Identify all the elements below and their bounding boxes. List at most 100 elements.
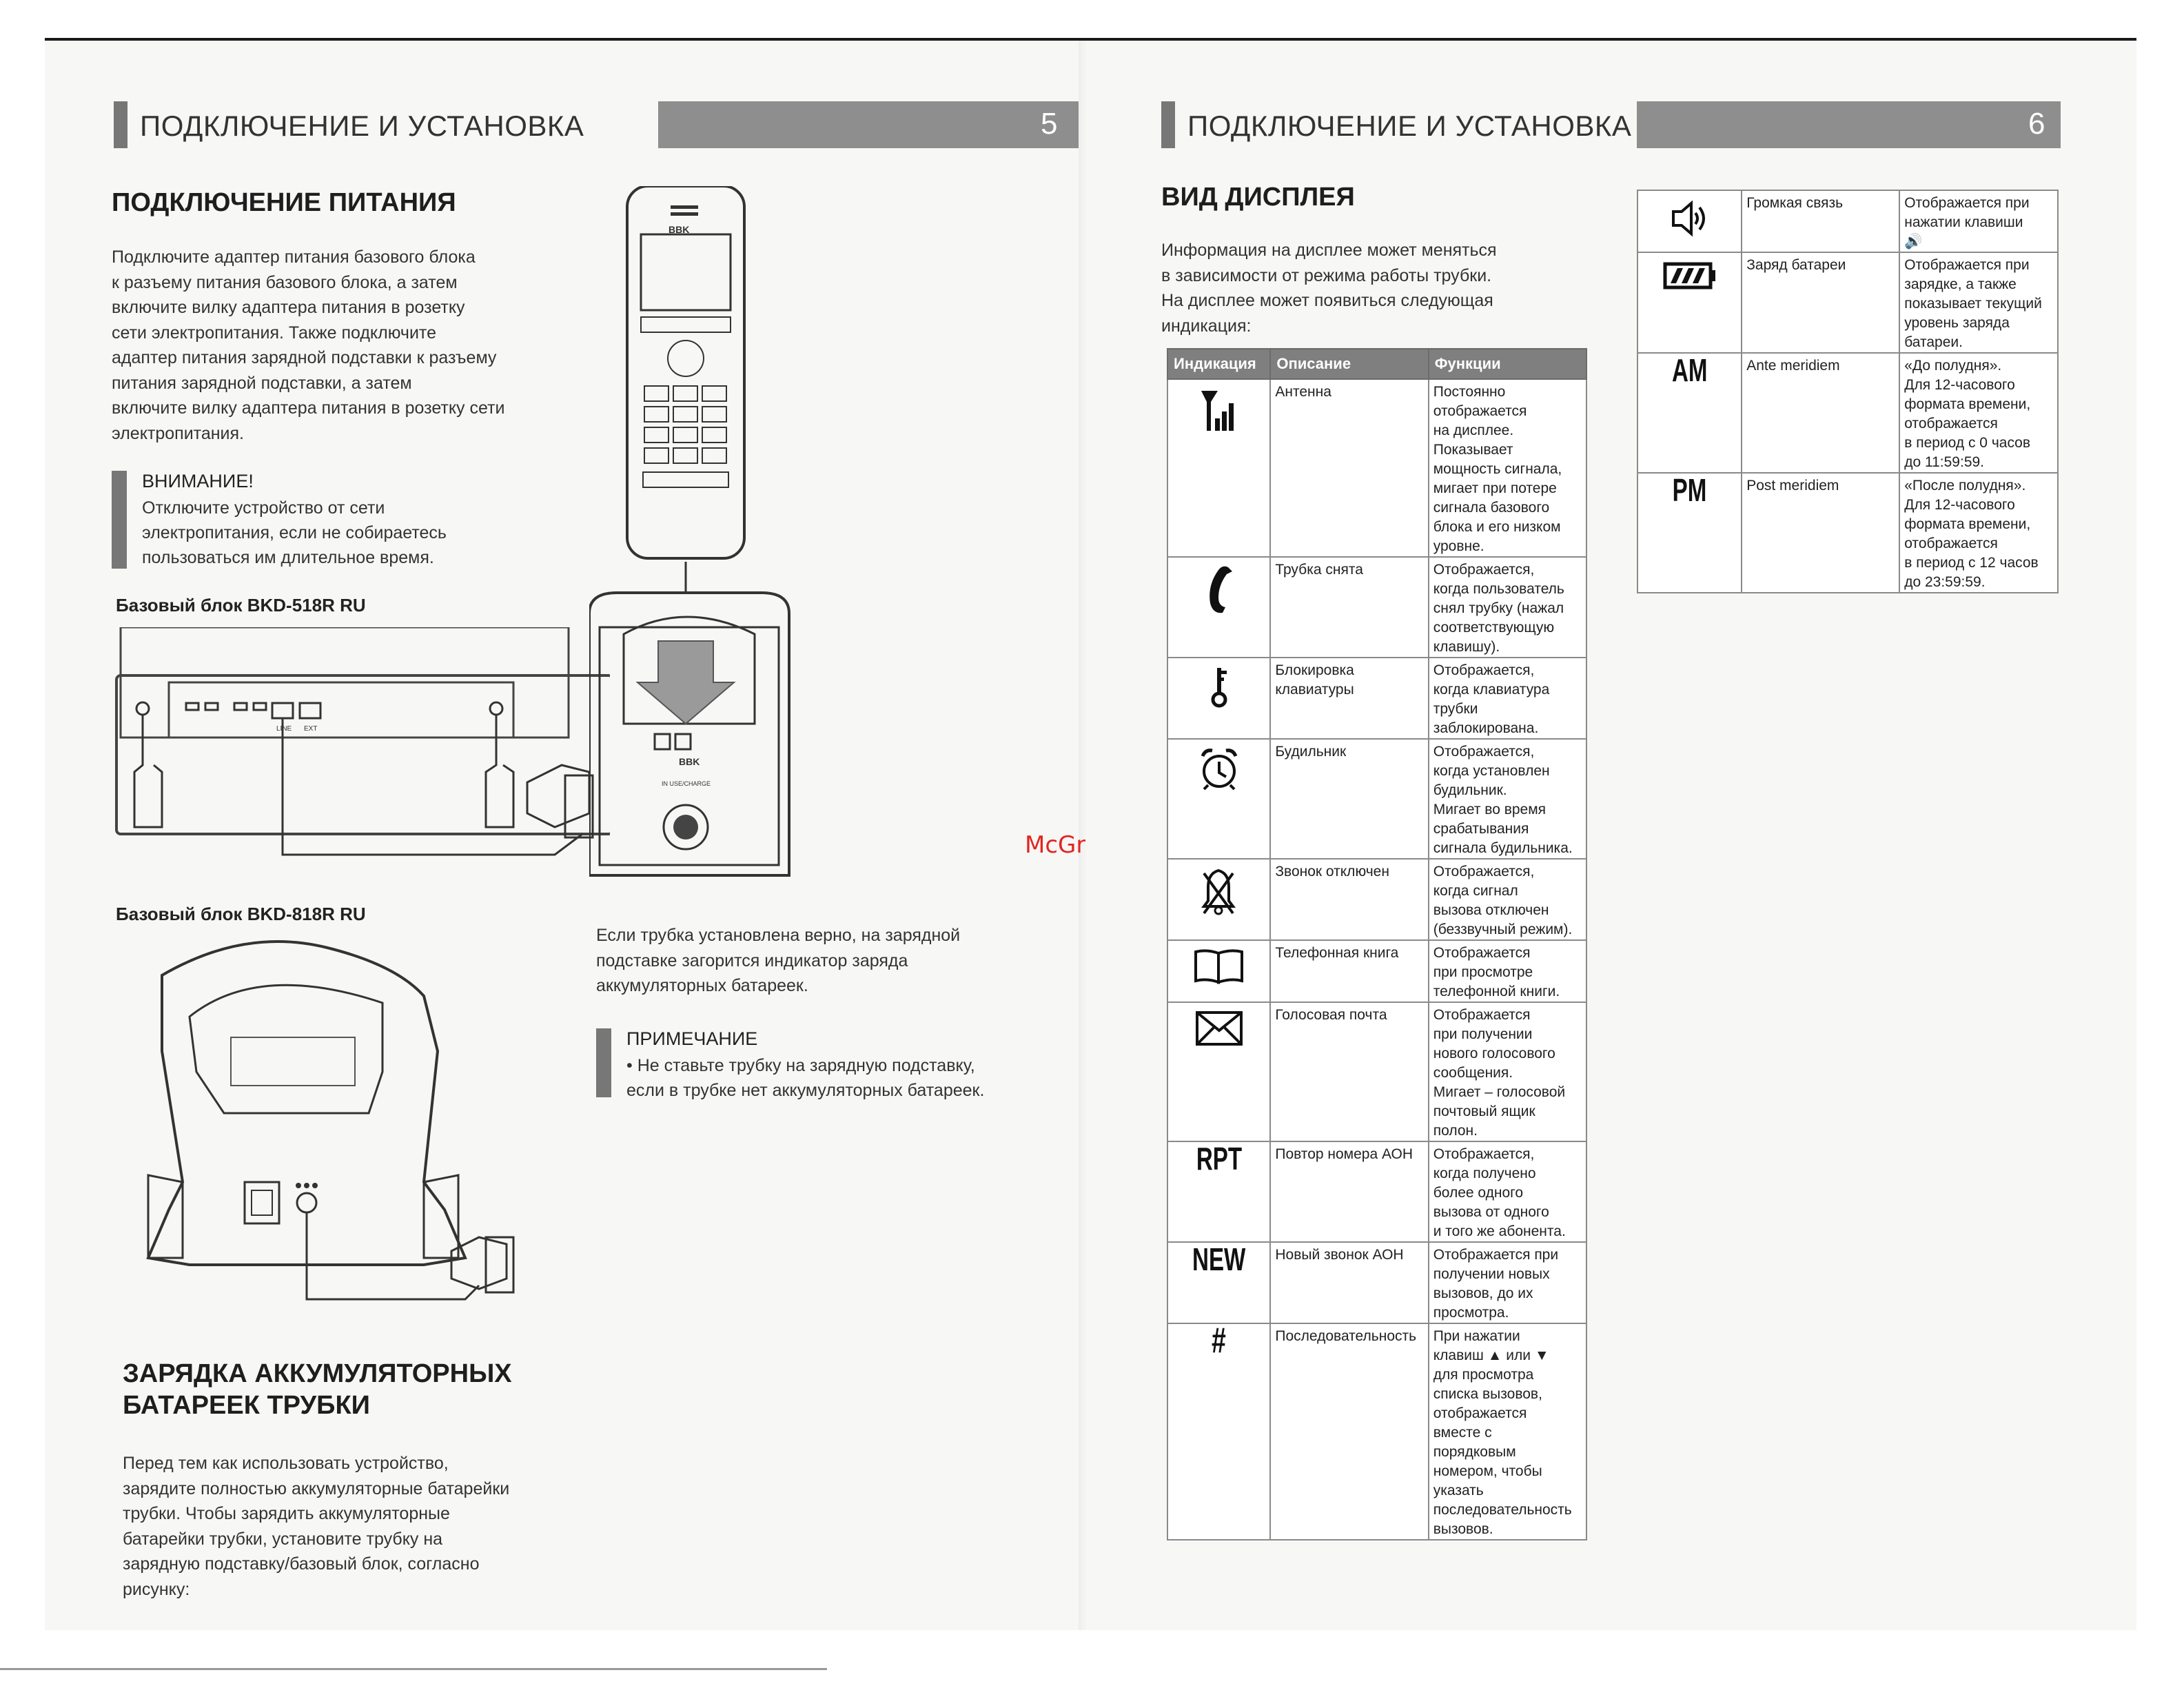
function-line: вместе с (1433, 1425, 1492, 1441)
function-line: на дисплее. (1433, 423, 1514, 438)
function-line: клавишу). (1433, 639, 1500, 655)
header-bar (658, 101, 1079, 148)
function-line: Отображается при (1904, 195, 2030, 211)
function-line: отображается (1904, 536, 1998, 551)
function-line: при получении (1433, 1026, 1533, 1042)
indicator-cell (1166, 657, 1272, 740)
section-header: ПОДКЛЮЧЕНИЕ И УСТАНОВКА 5 (114, 101, 1079, 148)
function-line: 🔊 (1904, 234, 1923, 250)
function-line: Отображается, (1433, 744, 1535, 760)
text-line: рисунку: (123, 1579, 190, 1599)
function-line: снял трубку (нажал (1433, 600, 1564, 616)
antenna-icon (1198, 391, 1240, 438)
function-line: до 23:59:59. (1904, 574, 1986, 590)
indicator-cell (1166, 378, 1272, 558)
description-line: Будильник (1275, 744, 1347, 760)
function-cell: «После полудня». Для 12-часового формата в… (1899, 472, 2059, 593)
function-line: вызовов. (1433, 1521, 1493, 1537)
function-line: зарядке, а также (1904, 276, 2017, 292)
function-line: когда установлен (1433, 763, 1550, 779)
description-cell: Громкая связь (1741, 190, 1901, 253)
function-line: блока и его низком (1433, 519, 1561, 535)
function-line: при просмотре (1433, 964, 1533, 980)
indicator-cell: NEW (1166, 1241, 1272, 1324)
page-top-edge (45, 38, 2136, 41)
section-title: ПОДКЛЮЧЕНИЕ И УСТАНОВКА (1187, 110, 1632, 142)
function-line: Отображается при (1433, 1247, 1559, 1263)
description-line: Заряд батареи (1746, 257, 1846, 273)
note-bar (596, 1028, 611, 1097)
key-icon (1205, 668, 1233, 713)
description-cell: Звонок отключен (1269, 858, 1429, 941)
header-marker (1161, 101, 1175, 148)
base818-caption: Базовый блок BKD-818R RU (116, 904, 366, 924)
section-title: ПОДКЛЮЧЕНИЕ И УСТАНОВКА (140, 110, 584, 142)
charging-heading: ЗАРЯДКА АККУМУЛЯТОРНЫХ БАТАРЕЕК ТРУБКИ (123, 1358, 512, 1421)
text-line: пользоваться им длительное время. (142, 548, 434, 567)
note-text: • Не ставьте трубку на зарядную подставк… (626, 1053, 984, 1103)
function-line: когда получено (1433, 1166, 1536, 1181)
phonebook-icon (1193, 949, 1245, 989)
function-line: батареи. (1904, 334, 1963, 350)
text-line: подставке загорится индикатор заряда (596, 950, 908, 970)
handset-brand: BBK (669, 224, 689, 235)
warning-bar (112, 471, 127, 569)
text-line: батарейки трубки, установите трубку на (123, 1529, 443, 1549)
text-line: • Не ставьте трубку на зарядную подставк… (626, 1056, 975, 1075)
header-marker (114, 101, 127, 148)
indicator-cell (1166, 556, 1272, 658)
indicator-cell (1636, 190, 1743, 253)
charging-heading-line-2: БАТАРЕЕК ТРУБКИ (123, 1391, 370, 1420)
power-heading: ПОДКЛЮЧЕНИЕ ПИТАНИЯ (112, 188, 456, 217)
text-line: аккумуляторных батареек. (596, 976, 808, 995)
function-line: когда пользователь (1433, 581, 1564, 597)
header-description: Описание (1269, 348, 1429, 380)
base818-diagram (146, 940, 515, 1301)
function-line: сигнала будильника. (1433, 840, 1573, 856)
text-line: Перед тем как использовать устройство, (123, 1454, 449, 1473)
function-line: формата времени, (1904, 396, 2031, 412)
charger-label: IN USE/CHARGE (662, 780, 711, 787)
description-line: Антенна (1275, 384, 1331, 400)
description-line: Ante meridiem (1746, 358, 1840, 374)
function-line: Отображается, (1433, 1146, 1535, 1162)
function-line: Для 12-часового (1904, 497, 2015, 513)
speaker-icon (1669, 200, 1711, 243)
description-line: Телефонная книга (1275, 945, 1399, 961)
scan-bottom-line (0, 1668, 827, 1670)
function-line: просмотра. (1433, 1305, 1509, 1321)
function-line: отображается (1433, 1405, 1527, 1421)
text-line: зарядите полностью аккумуляторные батаре… (123, 1478, 510, 1498)
description-line: Новый звонок АОН (1275, 1247, 1404, 1263)
function-line: «После полудня». (1904, 478, 2026, 494)
base518-diagram: LINE EXT (115, 627, 610, 856)
bell-off-icon (1200, 868, 1238, 922)
function-line: формата времени, (1904, 516, 2031, 532)
description-cell: Телефонная книга (1269, 939, 1429, 1003)
page-number: 5 (1041, 107, 1058, 141)
text-line: На дисплее может появиться следующая (1161, 291, 1493, 310)
text-line: питания зарядной подставки, а затем (112, 373, 412, 393)
function-line: Для 12-часового (1904, 377, 2015, 393)
function-line: мощность сигнала, (1433, 461, 1562, 477)
function-line: клавиш ▲ или ▼ (1433, 1348, 1549, 1363)
function-line: сообщения. (1433, 1065, 1513, 1081)
function-line: «До полудня». (1904, 358, 2002, 374)
warning-title: ВНИМАНИЕ! (142, 471, 254, 491)
indicator-cell (1166, 858, 1272, 941)
function-line: Отображается при (1904, 257, 2030, 273)
indicator-cell (1166, 1001, 1272, 1142)
function-line: При нажатии (1433, 1328, 1520, 1344)
hash-icon: # (1212, 1321, 1227, 1361)
header-indication: Индикация (1166, 348, 1272, 380)
text-line: индикация: (1161, 316, 1252, 336)
port-line-label: LINE (276, 725, 292, 733)
